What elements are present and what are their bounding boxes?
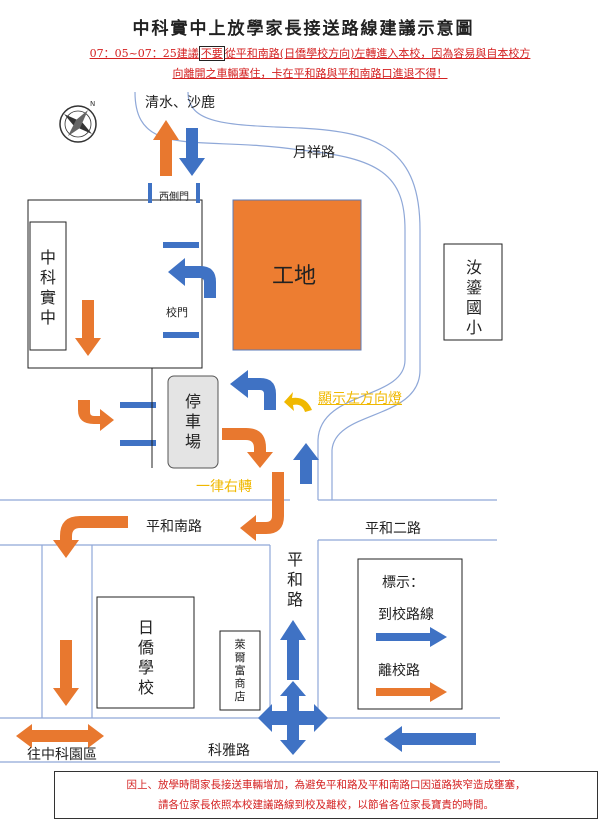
label-right-turn: 一律右轉 [196, 479, 252, 495]
label-pinghe-road: 平和路 [286, 550, 303, 609]
legend-to-school-label: 到校路線 [378, 607, 434, 623]
road-yuexiang-inner [187, 91, 421, 500]
construction-site [232, 199, 362, 351]
gate-bar-2 [163, 332, 199, 338]
buildings [27, 199, 503, 711]
compass-icon: N [59, 100, 97, 143]
legend-blue-arrow [376, 627, 447, 647]
parking-lot [167, 375, 219, 469]
blue-arrow-left-keya [384, 726, 476, 752]
gate-bar-1 [163, 242, 199, 248]
warning-line1-pre: 07：05~07：25建議 [89, 47, 199, 60]
blue-arrow-uturn-gate [168, 258, 216, 298]
label-convenience-store: 萊爾富商店 [234, 638, 246, 703]
warning-text: 07：05~07：25建議不要從平和南路(日僑學校方向)左轉進入本校，因為容易與… [60, 44, 560, 84]
gate-bar-3 [120, 402, 156, 408]
label-west-gate: 西側門 [159, 192, 189, 203]
label-qingshui: 清水、沙鹿 [145, 95, 215, 111]
orange-arrow-turn-left-gate [78, 400, 114, 431]
orange-arrow-up-top [153, 120, 179, 176]
svg-text:N: N [90, 100, 95, 108]
label-construction-site: 工地 [272, 264, 317, 289]
warning-line2: 向離開之車輛塞住，卡在平和路與平和南路口進退不得！ [172, 67, 448, 80]
label-school-gate: 校門 [166, 306, 188, 319]
turn-signal-icon [284, 392, 312, 412]
blue-arrow-up-yuexiang [293, 443, 319, 484]
legend-from-school-label: 離校路 [378, 663, 420, 679]
orange-arrow-down-left [53, 640, 79, 706]
notice-line2: 請各位家長依照本校建議路線到校及離校，以節省各位家長寶貴的時間。 [158, 799, 494, 811]
japanese-school [96, 596, 195, 709]
west-gate-bar-right [196, 183, 200, 203]
label-pingnan-road: 平和南路 [146, 519, 202, 535]
orange-arrow-turn-right [240, 472, 284, 541]
label-ping2-road: 平和二路 [365, 521, 421, 537]
legend-title: 標示： [382, 575, 424, 591]
orange-arrow-down-school [75, 300, 101, 356]
gates [120, 183, 200, 446]
gate-bar-4 [120, 440, 156, 446]
legend-orange-arrow [376, 682, 447, 702]
school-building [29, 221, 67, 351]
blue-arrow-up-pinghe [280, 620, 306, 680]
convenience-store [219, 630, 261, 711]
label-left-signal: 顯示左方向燈 [318, 391, 402, 407]
label-school: 中科實中 [39, 248, 56, 327]
from-school-arrows [16, 120, 447, 748]
warning-line1-boxed: 不要 [198, 46, 225, 61]
page-title: 中科實中上放學家長接送路線建議示意圖 [132, 19, 475, 39]
orange-arrow-turn-parking [222, 428, 273, 468]
label-yuexiang-road: 月祥路 [293, 145, 335, 161]
orange-arrow-turn-left-pingnan [53, 516, 128, 558]
notice-box: 因上、放學時間家長接送車輛增加，為避免平和路及平和南路口因道路狹窄造成壅塞， 請… [54, 771, 598, 819]
label-parking-lot: 停車場 [184, 392, 201, 451]
orange-arrow-double [16, 724, 104, 748]
label-keya-road: 科雅路 [208, 743, 250, 759]
label-elementary-school: 汝鎏國小 [465, 258, 482, 337]
blue-arrow-cross [258, 681, 328, 755]
label-to-science-park: 往中科園區 [27, 747, 97, 763]
elementary-school [443, 243, 503, 341]
to-school-arrows [168, 128, 476, 755]
warning-line1-post: 從平和南路(日僑學校方向)左轉進入本校，因為容易與自本校方 [224, 47, 531, 60]
blue-arrow-uturn-parking [230, 370, 276, 410]
label-japanese-school: 日僑學校 [137, 618, 154, 697]
west-gate-bar-left [148, 183, 152, 203]
notice-line1: 因上、放學時間家長接送車輛增加，為避免平和路及平和南路口因道路狹窄造成壅塞， [126, 779, 526, 791]
blue-arrow-down-top [179, 128, 205, 176]
